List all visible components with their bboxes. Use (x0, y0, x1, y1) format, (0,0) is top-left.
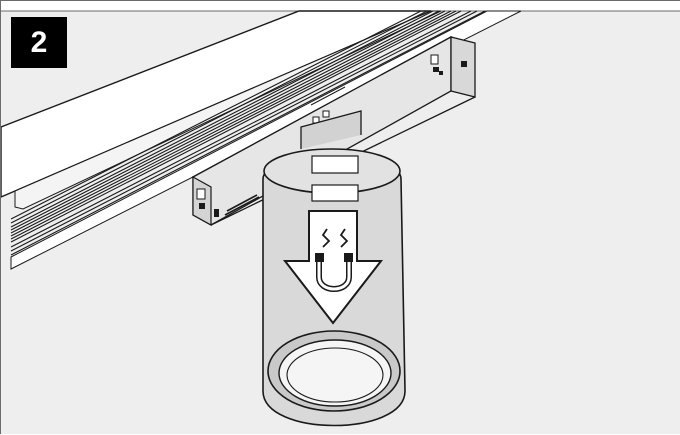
arrow-down-icon (282, 210, 384, 325)
magnet-icon (315, 228, 353, 292)
step-number-badge: 2 (11, 17, 67, 68)
